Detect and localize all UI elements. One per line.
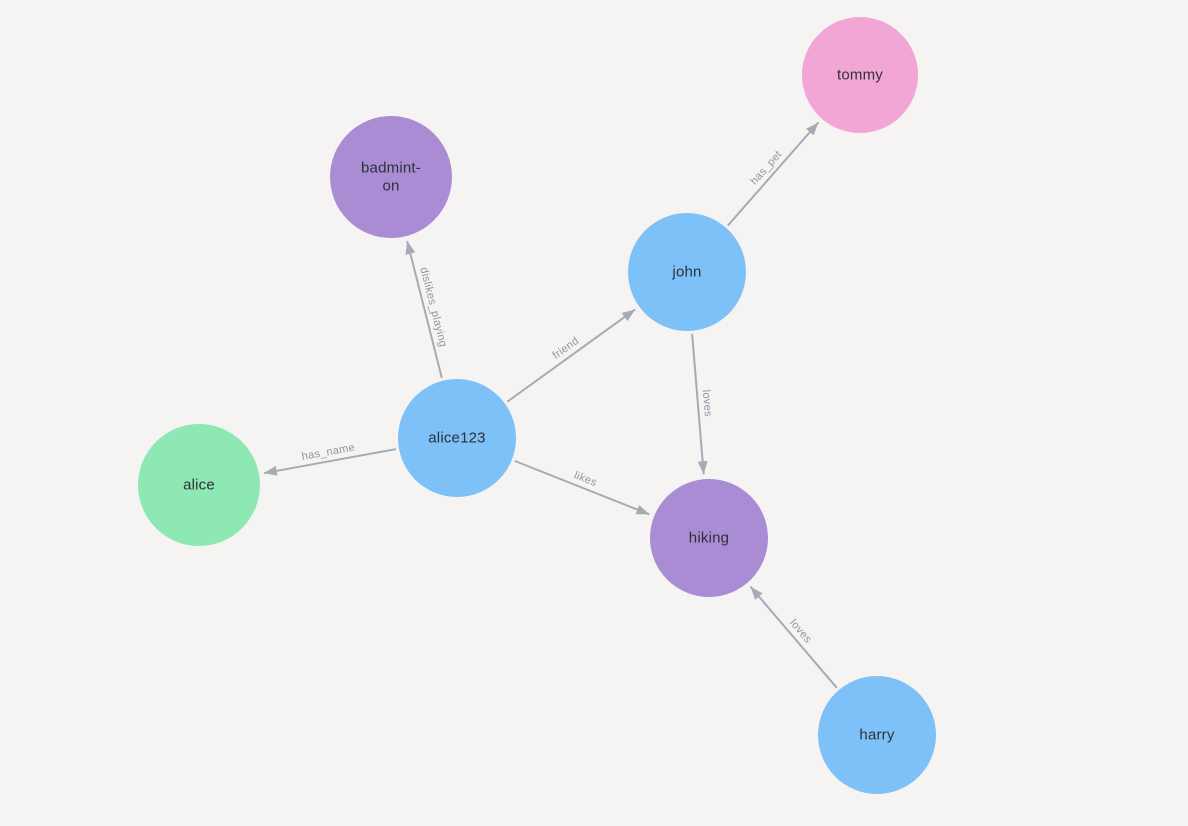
node-label: john	[671, 264, 701, 281]
edge-label: loves	[787, 617, 814, 646]
node-label: alice	[183, 477, 215, 494]
edge-line[interactable]	[691, 333, 708, 475]
edge-label: dislikes_playing	[417, 266, 449, 348]
nodes-layer: tommy badmint-on john alice123 alice hiking ha…	[138, 17, 936, 794]
graph-node-alice123[interactable]: alice123	[398, 379, 516, 497]
graph-edge-john-has_pet-tommy[interactable]: has_pet	[727, 121, 820, 227]
graph-edge-harry-loves-hiking[interactable]: loves	[749, 586, 838, 689]
node-circle[interactable]	[628, 213, 746, 331]
edge-line[interactable]	[514, 459, 650, 516]
node-label: badmint-on	[361, 160, 421, 195]
graph-edge-alice123-likes-hiking[interactable]: likes	[514, 459, 650, 516]
graph-edge-john-loves-hiking[interactable]: loves	[691, 333, 714, 475]
edge-line[interactable]	[749, 586, 838, 689]
edge-line[interactable]	[727, 121, 820, 227]
edge-line[interactable]	[405, 240, 443, 379]
graph-node-john[interactable]: john	[628, 213, 746, 331]
node-circle[interactable]	[138, 424, 260, 546]
node-label: harry	[859, 727, 894, 744]
node-label: alice123	[428, 430, 485, 447]
graph-node-badminton[interactable]: badmint-on	[330, 116, 452, 238]
node-label: tommy	[837, 67, 883, 84]
graph-node-alice[interactable]: alice	[138, 424, 260, 546]
graph-node-tommy[interactable]: tommy	[802, 17, 918, 133]
node-circle[interactable]	[398, 379, 516, 497]
node-label: hiking	[689, 530, 729, 547]
graph-edge-alice123-dislikes_playing-badminton[interactable]: dislikes_playing	[405, 240, 449, 379]
graph-node-hiking[interactable]: hiking	[650, 479, 768, 597]
edge-label: friend	[551, 335, 582, 362]
node-circle[interactable]	[330, 116, 452, 238]
graph-node-harry[interactable]: harry	[818, 676, 936, 794]
edge-line[interactable]	[263, 448, 397, 476]
node-circle[interactable]	[650, 479, 768, 597]
node-circle[interactable]	[802, 17, 918, 133]
graph-edge-alice123-friend-john[interactable]: friend	[506, 308, 636, 403]
node-circle[interactable]	[818, 676, 936, 794]
edge-line[interactable]	[506, 308, 636, 403]
edge-label: loves	[700, 389, 714, 417]
edge-label: has_name	[301, 442, 356, 463]
graph-edge-alice123-has_name-alice[interactable]: has_name	[263, 442, 397, 476]
